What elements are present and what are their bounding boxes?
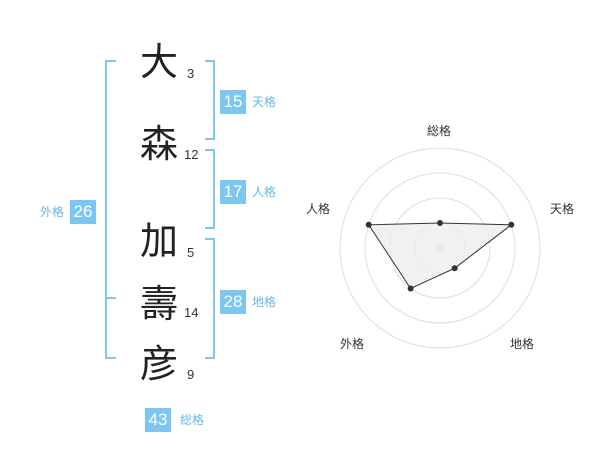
radar-point-jinkaku: [365, 221, 372, 228]
radar-point-soukaku: [437, 220, 443, 226]
soukaku-value: 43: [145, 408, 171, 432]
soukaku-label: 総格: [180, 413, 205, 427]
tenkaku-value: 15: [220, 90, 246, 114]
radar-point-gaikaku: [407, 285, 414, 292]
radar-axis-label-tenkaku: 天格: [550, 202, 575, 216]
chikaku-value: 28: [220, 290, 246, 314]
radar-ring-4: [339, 147, 541, 349]
name-char-4: 壽: [139, 282, 178, 326]
tenkaku-bracket: [205, 60, 215, 140]
radar-point-chikaku: [451, 265, 458, 272]
gaikaku-bracket: [105, 60, 116, 359]
radar-axis-label-soukaku: 総格: [427, 124, 452, 138]
gaikaku-label: 外格: [40, 205, 65, 219]
radar-ring-3: [364, 172, 516, 324]
jinkaku-bracket: [205, 149, 215, 229]
stroke-count-1: 3: [187, 66, 195, 81]
name-char-1: 大: [139, 40, 178, 84]
stroke-count-4: 14: [184, 305, 199, 320]
radar-axis-label-gaikaku: 外格: [340, 337, 365, 351]
tenkaku-label: 天格: [252, 95, 277, 109]
chikaku-bracket: [205, 238, 215, 359]
radar-axis-label-chikaku: 地格: [510, 337, 535, 351]
stroke-count-2: 12: [184, 147, 199, 162]
name-char-5: 彦: [139, 342, 178, 386]
stroke-count-5: 9: [187, 367, 195, 382]
name-char-2: 森: [139, 122, 178, 166]
chikaku-label: 地格: [252, 295, 277, 309]
jinkaku-label: 人格: [252, 185, 277, 199]
jinkaku-value: 17: [220, 180, 246, 204]
radar-point-tenkaku: [508, 221, 515, 228]
stroke-count-3: 5: [187, 245, 195, 260]
radar-axis-label-jinkaku: 人格: [306, 202, 331, 216]
radar-polygon: [367, 222, 513, 290]
gaikaku-value: 26: [70, 200, 96, 224]
name-char-3: 加: [139, 219, 178, 263]
